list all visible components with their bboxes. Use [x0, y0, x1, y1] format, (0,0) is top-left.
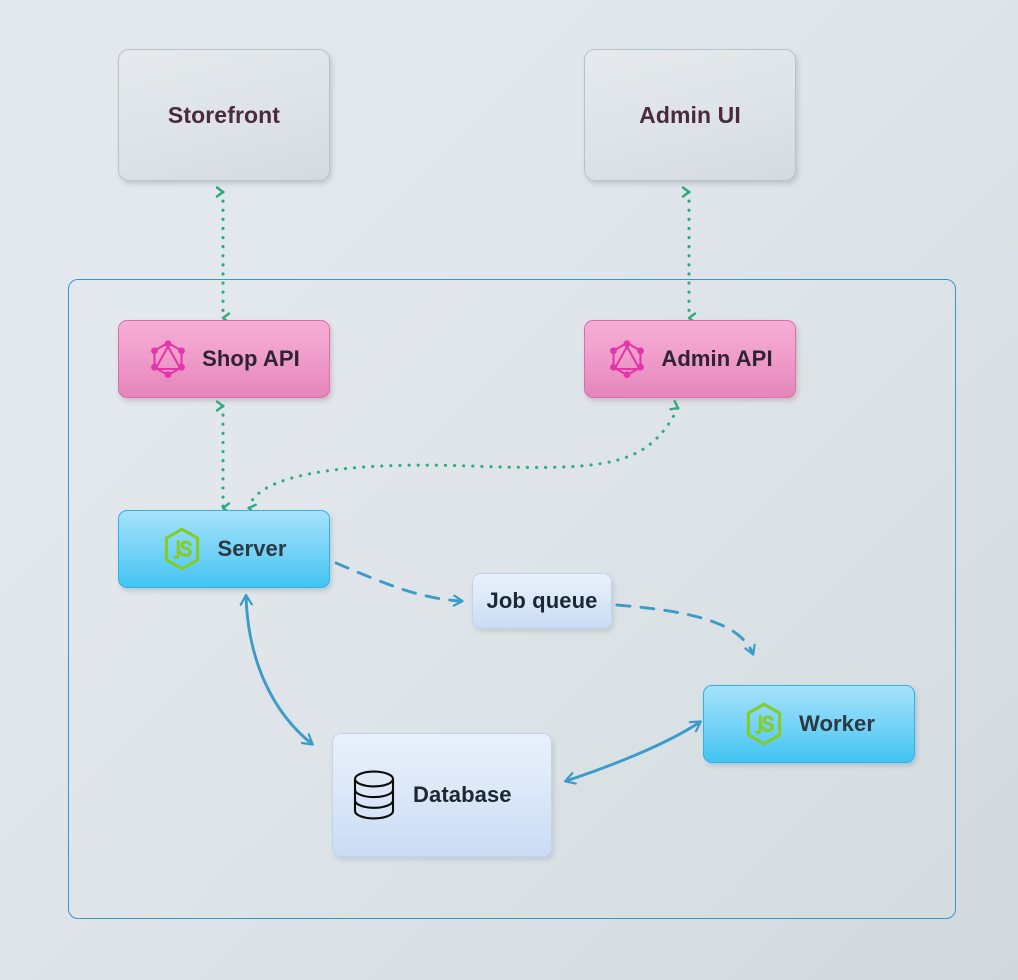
node-storefront[interactable]: Storefront: [118, 49, 330, 181]
node-storefront-label: Storefront: [167, 101, 281, 128]
node-admin-api[interactable]: Admin API: [584, 320, 796, 398]
nodejs-icon: [161, 526, 203, 572]
node-admin-ui-label: Admin UI: [639, 101, 741, 128]
node-server[interactable]: Server: [118, 510, 330, 588]
node-database-label: Database: [413, 782, 512, 807]
node-job-queue-label: Job queue: [486, 588, 598, 613]
node-shop-api[interactable]: Shop API: [118, 320, 330, 398]
node-admin-api-label: Admin API: [661, 346, 773, 371]
graphql-icon: [607, 338, 647, 380]
graphql-icon: [148, 338, 188, 380]
node-shop-api-label: Shop API: [202, 346, 300, 371]
node-worker-label: Worker: [799, 711, 875, 736]
node-admin-ui[interactable]: Admin UI: [584, 49, 796, 181]
node-server-label: Server: [217, 536, 287, 561]
node-database[interactable]: Database: [332, 733, 552, 857]
nodejs-icon: [743, 701, 785, 747]
vendure-server-boundary: [68, 279, 956, 919]
node-job-queue[interactable]: Job queue: [472, 573, 612, 629]
database-cylinder-icon: [351, 768, 397, 822]
node-worker[interactable]: Worker: [703, 685, 915, 763]
